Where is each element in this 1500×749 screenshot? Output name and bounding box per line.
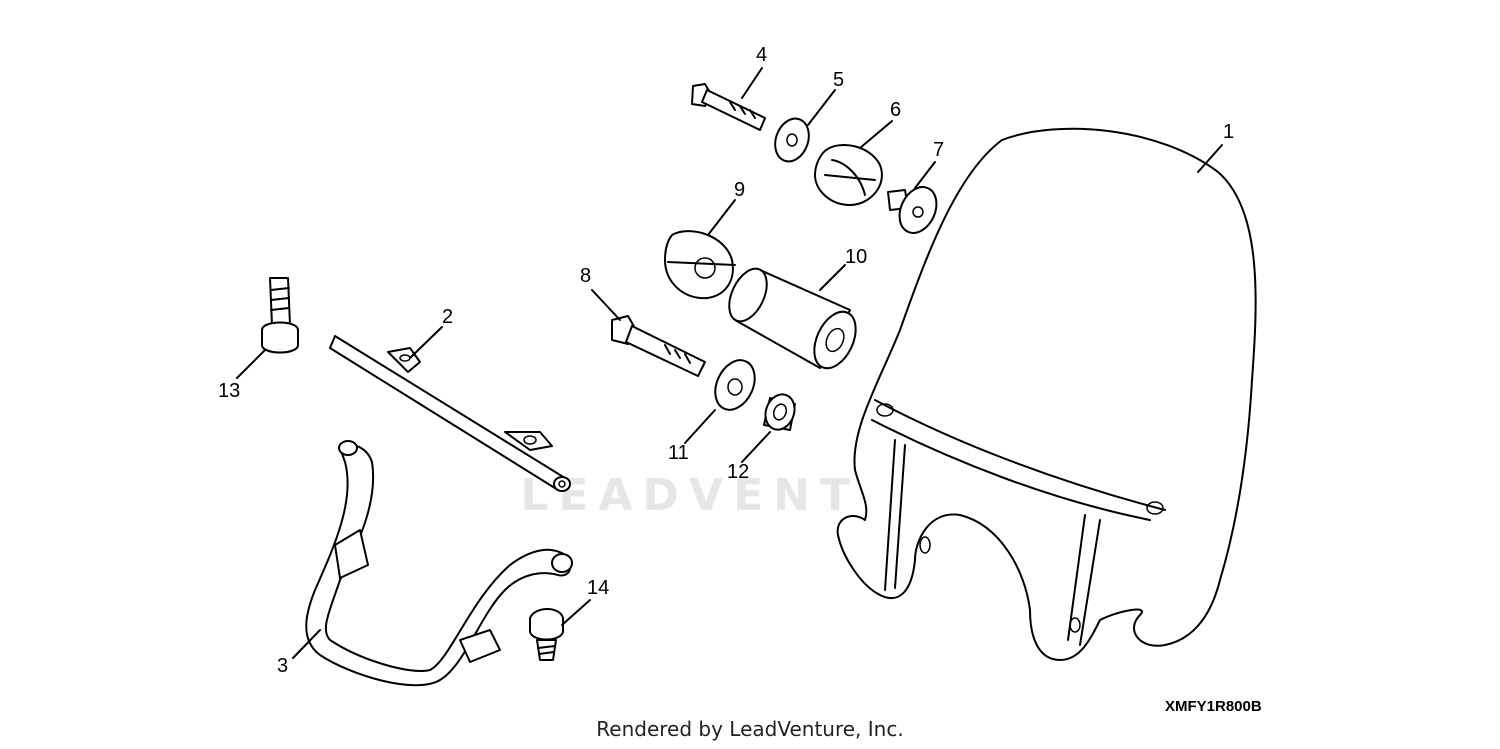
- diagram-code: XMFY1R800B: [1165, 698, 1262, 715]
- callout-1[interactable]: 1: [1223, 121, 1235, 143]
- callout-13[interactable]: 13: [218, 380, 241, 402]
- callout-6[interactable]: 6: [890, 99, 902, 121]
- part-12-collar[interactable]: [761, 390, 800, 433]
- part-7-collar[interactable]: [887, 181, 944, 239]
- callout-10[interactable]: 10: [845, 246, 868, 268]
- callout-14[interactable]: 14: [587, 577, 610, 599]
- part-14-bolt[interactable]: [529, 608, 564, 661]
- part-2-rod[interactable]: [329, 335, 571, 492]
- callout-7[interactable]: 7: [933, 139, 945, 161]
- part-5-washer[interactable]: [769, 114, 814, 166]
- callout-2[interactable]: 2: [442, 306, 454, 328]
- part-9-bushing[interactable]: [664, 230, 736, 300]
- part-10-spacer[interactable]: [722, 263, 864, 375]
- callout-4[interactable]: 4: [756, 44, 768, 66]
- footer-credit: Rendered by LeadVenture, Inc.: [596, 717, 904, 741]
- callout-8[interactable]: 8: [580, 265, 592, 287]
- part-13-bolt[interactable]: [261, 277, 299, 354]
- part-11-washer[interactable]: [708, 354, 763, 416]
- callout-5[interactable]: 5: [833, 69, 845, 91]
- leader-lines: [236, 67, 1223, 659]
- callout-3[interactable]: 3: [277, 655, 289, 677]
- part-1-windscreen[interactable]: [836, 127, 1257, 661]
- callout-11[interactable]: 11: [668, 442, 689, 464]
- part-8-bolt[interactable]: [611, 315, 706, 377]
- callout-9[interactable]: 9: [734, 179, 746, 201]
- callout-12[interactable]: 12: [727, 461, 750, 483]
- part-3-bracket[interactable]: [305, 440, 573, 687]
- part-6-bushing[interactable]: [814, 144, 883, 206]
- part-4-bolt[interactable]: [691, 83, 766, 131]
